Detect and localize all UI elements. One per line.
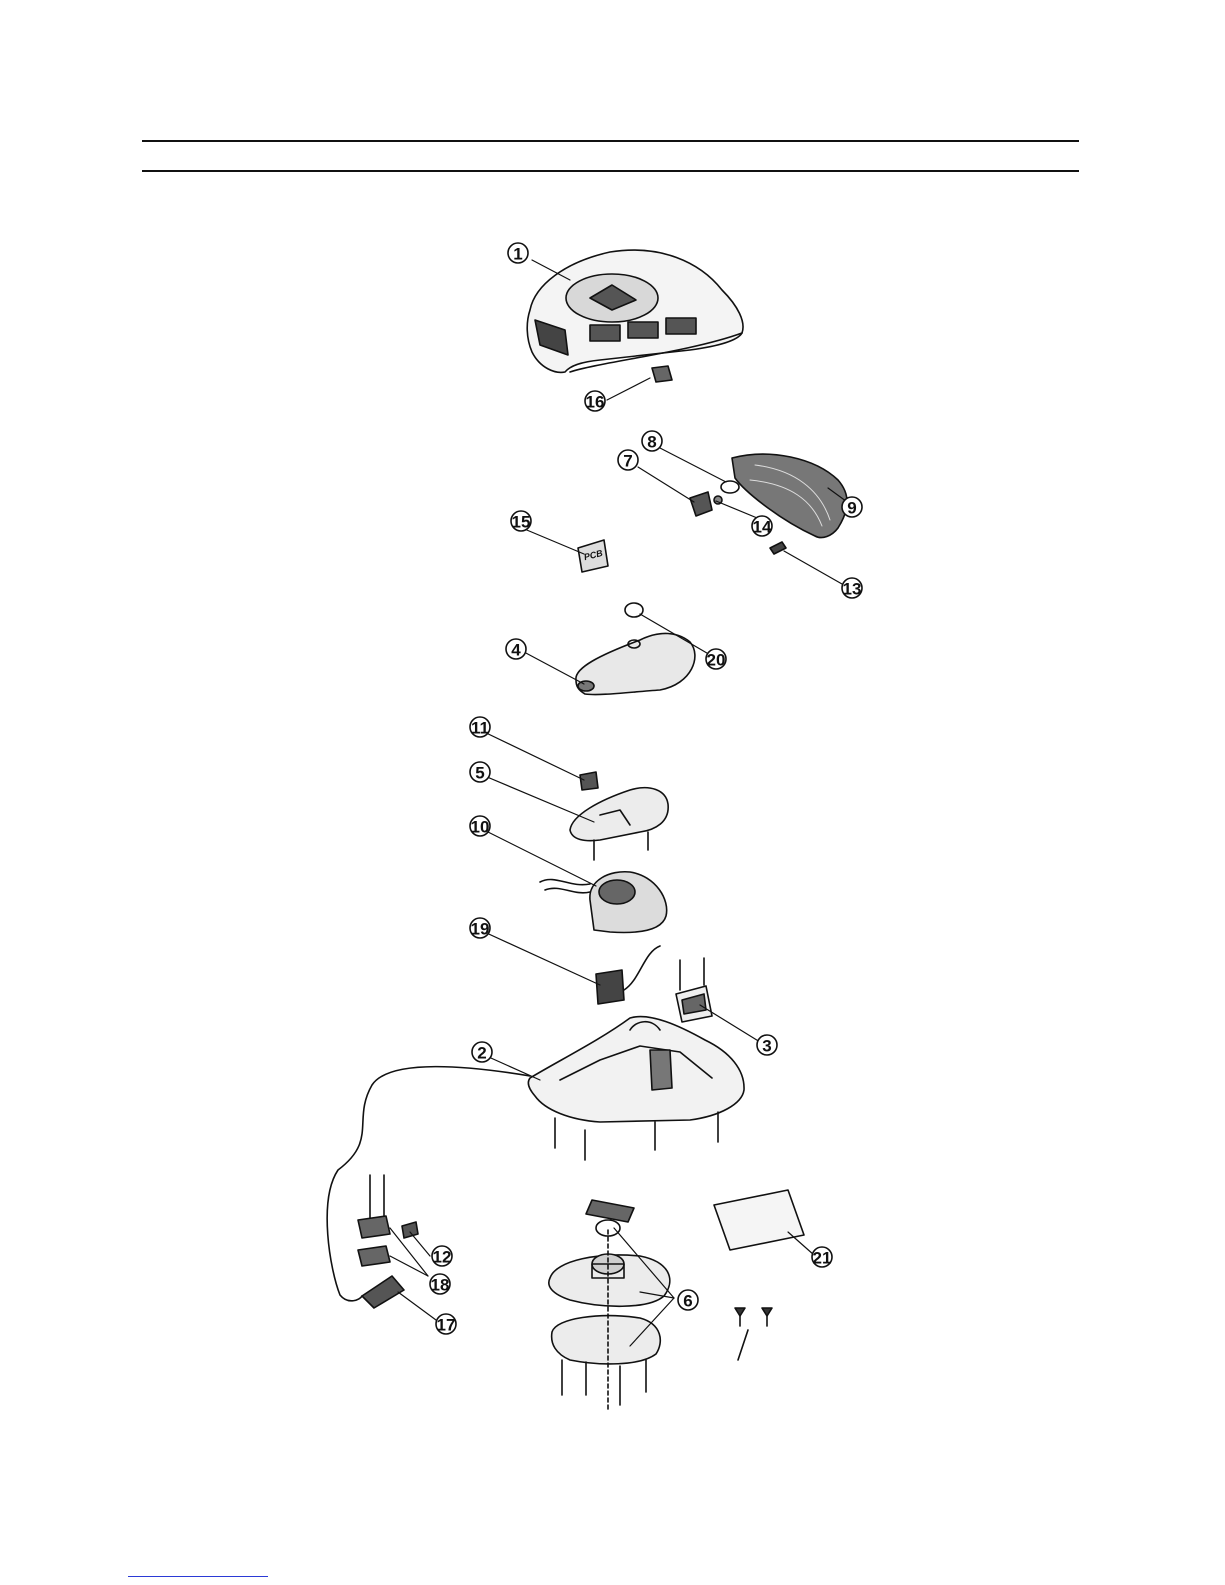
- part-mounting-base: [549, 1200, 670, 1410]
- callout-21: 21: [812, 1247, 832, 1268]
- callout-16: 16: [585, 391, 605, 412]
- part-pcb-label: PCB: [578, 540, 608, 572]
- part-bracket: [676, 958, 712, 1022]
- callout-20: 20: [706, 649, 726, 670]
- part-lower-duct: [570, 788, 668, 860]
- callout-19: 19: [470, 918, 490, 939]
- callout-4: 4: [506, 639, 526, 660]
- callout-number: 11: [471, 719, 489, 738]
- exploded-view-svg: PCB: [290, 205, 930, 1425]
- callout-12: 12: [432, 1246, 452, 1267]
- callout-14: 14: [752, 516, 772, 537]
- callout-10: 10: [470, 816, 490, 837]
- callout-number: 14: [753, 518, 772, 537]
- callout-number: 13: [843, 580, 862, 599]
- callout-15: 15: [511, 511, 531, 532]
- callout-number: 18: [431, 1276, 450, 1295]
- callout-number: 21: [813, 1249, 832, 1268]
- callout-3: 3: [757, 1035, 777, 1056]
- callout-8: 8: [642, 431, 662, 452]
- callout-number: 20: [707, 651, 726, 670]
- callout-7: 7: [618, 450, 638, 471]
- part-sticker: [714, 1190, 804, 1250]
- callout-number: 5: [475, 764, 484, 783]
- part-upper-duct: [576, 633, 695, 694]
- callout-number: 8: [647, 433, 656, 452]
- callout-number: 1: [513, 245, 522, 264]
- callout-number: 12: [433, 1248, 452, 1267]
- part-knob: [690, 492, 712, 516]
- callout-number: 16: [586, 393, 605, 412]
- part-o-ring: [625, 603, 643, 617]
- exploded-parts-diagram: PCB: [290, 205, 930, 1425]
- part-knob-washer: [721, 481, 739, 493]
- header-rule-bottom: [142, 170, 1079, 172]
- callout-5: 5: [470, 762, 490, 783]
- callout-number: 19: [471, 920, 490, 939]
- part-front-grille: [732, 454, 847, 537]
- part-fuse: [402, 1222, 418, 1238]
- callout-number: 4: [511, 641, 521, 660]
- callout-number: 9: [847, 499, 856, 518]
- part-relay: [596, 946, 660, 1004]
- callout-11: 11: [470, 717, 490, 738]
- part-top-cover: [527, 250, 743, 372]
- callout-17: 17: [436, 1314, 456, 1335]
- callout-number: 17: [437, 1316, 456, 1335]
- callout-2: 2: [472, 1042, 492, 1063]
- callout-13: 13: [842, 578, 862, 599]
- callout-number: 10: [471, 818, 490, 837]
- part-grille-screw: [770, 542, 786, 554]
- part-base-housing: [528, 1017, 744, 1122]
- callout-number: 15: [512, 513, 531, 532]
- callout-number: 7: [623, 452, 632, 471]
- footer-link-underline: [128, 1576, 268, 1577]
- part-small-switch: [580, 772, 598, 790]
- header-rule-top: [142, 140, 1079, 142]
- callout-number: 2: [477, 1044, 486, 1063]
- part-switch-cap: [652, 366, 672, 382]
- callout-9: 9: [842, 497, 862, 518]
- callout-1: 1: [508, 243, 528, 264]
- loose-screws: [735, 1308, 772, 1360]
- callout-number: 3: [762, 1037, 771, 1056]
- part-power-cord: [327, 1067, 530, 1301]
- part-fuse-holders: [358, 1175, 390, 1266]
- callout-18: 18: [430, 1274, 450, 1295]
- callout-6: 6: [678, 1290, 698, 1311]
- callout-number: 6: [683, 1292, 692, 1311]
- part-blower-fan: [540, 872, 667, 933]
